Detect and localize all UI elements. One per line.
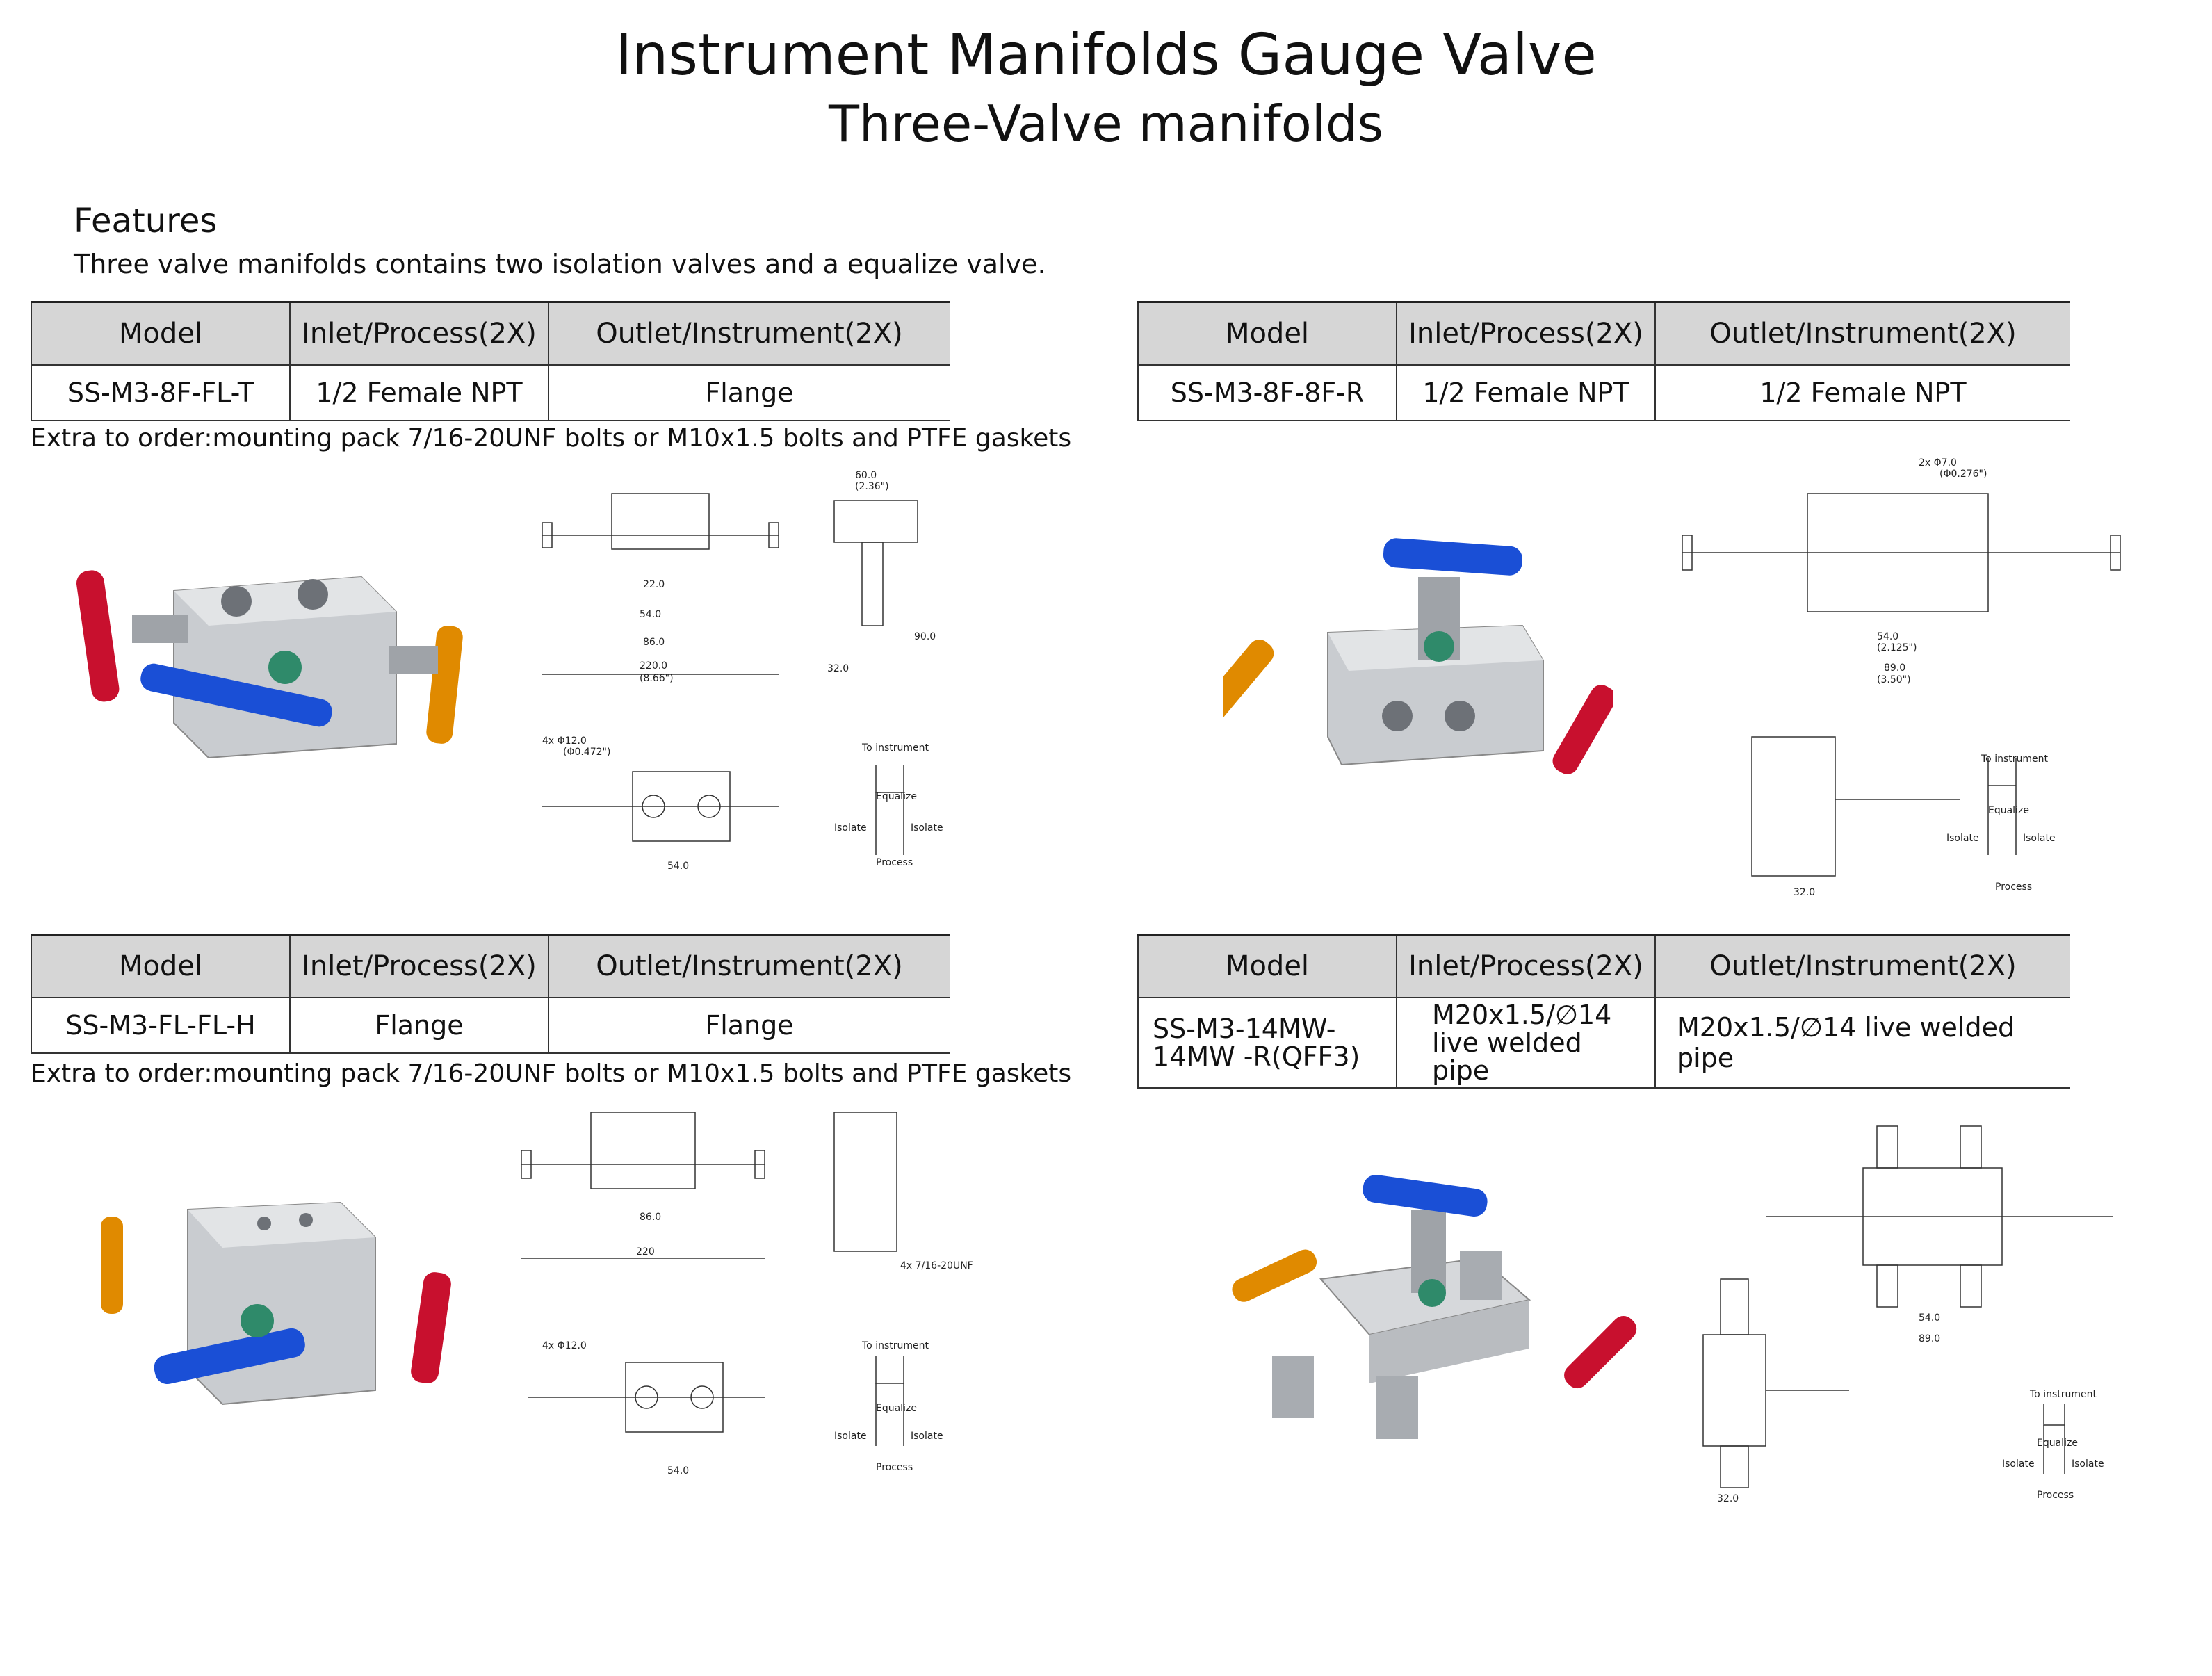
table-row: SS-M3-FL-FL-H Flange Flange: [31, 998, 950, 1054]
drawing-set-3: 86.0 220 4x 7/16-20UNF 4x Φ12.0 54.0 To …: [521, 1112, 973, 1476]
cell-model: SS-M3-14MW-14MW -R(QFF3): [1137, 998, 1397, 1089]
dim-label: 54.0: [667, 1465, 689, 1476]
product-photo-3: [101, 1201, 451, 1406]
product-photo-1: [76, 570, 463, 759]
dim-label: 32.0: [1794, 887, 1815, 898]
schematic-label: Isolate: [2023, 833, 2056, 844]
dim-label: 32.0: [1717, 1493, 1739, 1504]
col-outlet: Outlet/Instrument(2X): [548, 934, 950, 998]
dim-label: 4x 7/16-20UNF: [900, 1260, 973, 1271]
spec-table-1: Model Inlet/Process(2X) Outlet/Instrumen…: [31, 301, 950, 421]
dim-label: 54.0: [667, 861, 689, 872]
cell-inlet: M20x1.5/∅14 live welded pipe: [1396, 998, 1655, 1089]
page-title: Instrument Manifolds Gauge Valve: [615, 22, 1597, 88]
schematic-label: To instrument: [2029, 1389, 2097, 1400]
cell-outlet: Flange: [548, 365, 950, 421]
schematic-label: To instrument: [1981, 754, 2048, 765]
dim-label: 22.0: [643, 579, 665, 590]
spec-table-2: Model Inlet/Process(2X) Outlet/Instrumen…: [1137, 301, 2070, 421]
cell-model: SS-M3-8F-8F-R: [1137, 365, 1397, 421]
schematic-label: Process: [1995, 881, 2032, 893]
schematic-label: Equalize: [1988, 805, 2029, 816]
cell-model: SS-M3-8F-FL-T: [31, 365, 290, 421]
spec-table-3: Model Inlet/Process(2X) Outlet/Instrumen…: [31, 934, 950, 1054]
col-model: Model: [31, 934, 290, 998]
col-outlet: Outlet/Instrument(2X): [548, 301, 950, 366]
table-row: SS-M3-14MW-14MW -R(QFF3) M20x1.5/∅14 liv…: [1137, 998, 2070, 1089]
order-note-1: Extra to order:mounting pack 7/16-20UNF …: [31, 424, 1072, 453]
col-model: Model: [1137, 301, 1397, 366]
order-note-3: Extra to order:mounting pack 7/16-20UNF …: [31, 1059, 1072, 1088]
product-photo-2: [1223, 538, 1613, 774]
col-model: Model: [31, 301, 290, 366]
schematic-label: To instrument: [861, 742, 929, 754]
schematic-label: Isolate: [911, 822, 943, 833]
schematic-label: Isolate: [1946, 833, 1979, 844]
schematic-label: Process: [876, 857, 913, 868]
dim-label: 60.0: [855, 470, 877, 481]
dim-label: 54.0: [1919, 1312, 1940, 1324]
schematic-label: Isolate: [911, 1431, 943, 1442]
col-inlet: Inlet/Process(2X): [1396, 301, 1655, 366]
dim-label: (8.66"): [640, 673, 674, 684]
spec-table-4: Model Inlet/Process(2X) Outlet/Instrumen…: [1137, 934, 2070, 1089]
cell-inlet: 1/2 Female NPT: [289, 365, 548, 421]
table-row: SS-M3-8F-FL-T 1/2 Female NPT Flange: [31, 365, 950, 421]
dim-label: 54.0: [640, 609, 661, 620]
dim-label: 86.0: [643, 637, 665, 648]
cell-outlet: 1/2 Female NPT: [1654, 365, 2070, 421]
schematic-label: To instrument: [861, 1340, 929, 1351]
dim-label: 220: [636, 1246, 655, 1258]
col-inlet: Inlet/Process(2X): [1396, 934, 1655, 998]
dim-label: 54.0: [1877, 631, 1898, 642]
dim-label: (3.50"): [1877, 674, 1911, 685]
schematic-label: Process: [876, 1462, 913, 1473]
schematic-label: Equalize: [876, 1403, 917, 1414]
dim-label: 220.0: [640, 660, 667, 672]
cell-outlet: Flange: [548, 998, 950, 1054]
dim-label: (Φ0.276"): [1939, 469, 1987, 480]
dim-label: 89.0: [1884, 662, 1905, 674]
drawing-set-1: 60.0 (2.36") 22.0 54.0 86.0 220.0 (8.66"…: [542, 470, 943, 872]
dim-label: (Φ0.472"): [563, 747, 610, 758]
dim-label: (2.36"): [855, 481, 889, 492]
schematic-label: Process: [2037, 1490, 2074, 1501]
dim-label: (2.125"): [1877, 642, 1917, 653]
col-inlet: Inlet/Process(2X): [289, 301, 548, 366]
dim-label: 86.0: [640, 1212, 661, 1223]
col-inlet: Inlet/Process(2X): [289, 934, 548, 998]
schematic-label: Isolate: [2002, 1458, 2035, 1470]
dim-label: 90.0: [914, 631, 936, 642]
table-row: SS-M3-8F-8F-R 1/2 Female NPT 1/2 Female …: [1137, 365, 2070, 421]
col-outlet: Outlet/Instrument(2X): [1654, 301, 2070, 366]
dim-label: 4x Φ12.0: [542, 1340, 587, 1351]
features-heading: Features: [74, 202, 218, 241]
cell-inlet: Flange: [289, 998, 548, 1054]
dim-label: 4x Φ12.0: [542, 735, 587, 747]
schematic-label: Equalize: [876, 791, 917, 802]
dim-label: 2x Φ7.0: [1919, 457, 1957, 469]
product-photo-4: [1232, 1174, 1637, 1439]
drawing-set-2: 2x Φ7.0 (Φ0.276") 54.0 (2.125") 89.0 (3.…: [1682, 457, 2121, 898]
col-model: Model: [1137, 934, 1397, 998]
col-outlet: Outlet/Instrument(2X): [1654, 934, 2070, 998]
schematic-label: Equalize: [2037, 1438, 2078, 1449]
drawing-set-4: 54.0 89.0 32.0 To instrument Equalize Is…: [1702, 1125, 2113, 1504]
dim-label: 32.0: [827, 663, 849, 674]
cell-outlet: M20x1.5/∅14 live welded pipe: [1654, 998, 2070, 1089]
features-text: Three valve manifolds contains two isola…: [74, 249, 1046, 279]
schematic-label: Isolate: [834, 822, 867, 833]
dim-label: 89.0: [1919, 1333, 1940, 1344]
cell-model: SS-M3-FL-FL-H: [31, 998, 290, 1054]
cell-inlet: 1/2 Female NPT: [1396, 365, 1655, 421]
schematic-label: Isolate: [2072, 1458, 2104, 1470]
schematic-label: Isolate: [834, 1431, 867, 1442]
page-subtitle: Three-Valve manifolds: [828, 95, 1384, 153]
